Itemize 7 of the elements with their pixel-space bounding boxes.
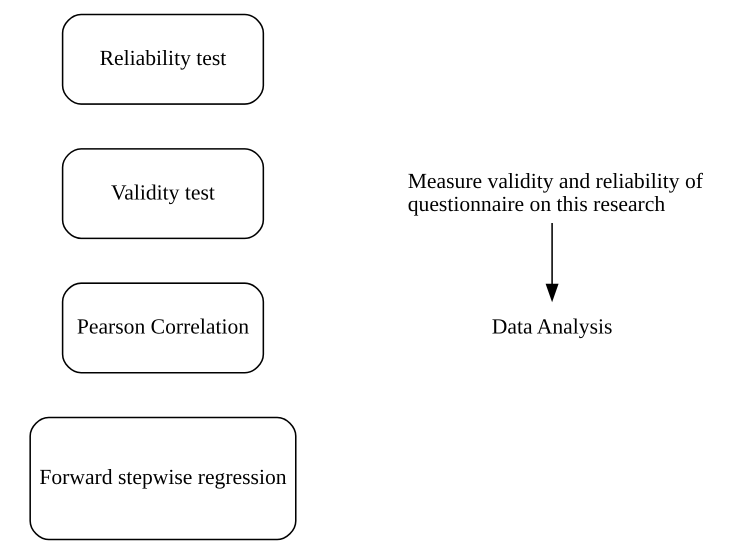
node-text: Measure validity and reliability of questionnaire on this research (408, 168, 703, 216)
node-text: Data Analysis (492, 314, 612, 339)
node-box: Forward stepwise regression (29, 416, 297, 540)
node-box: Validity test (62, 148, 264, 240)
arrow (546, 223, 559, 302)
node-box: Pearson Correlation (62, 282, 264, 374)
node-box: Reliability test (62, 14, 264, 105)
